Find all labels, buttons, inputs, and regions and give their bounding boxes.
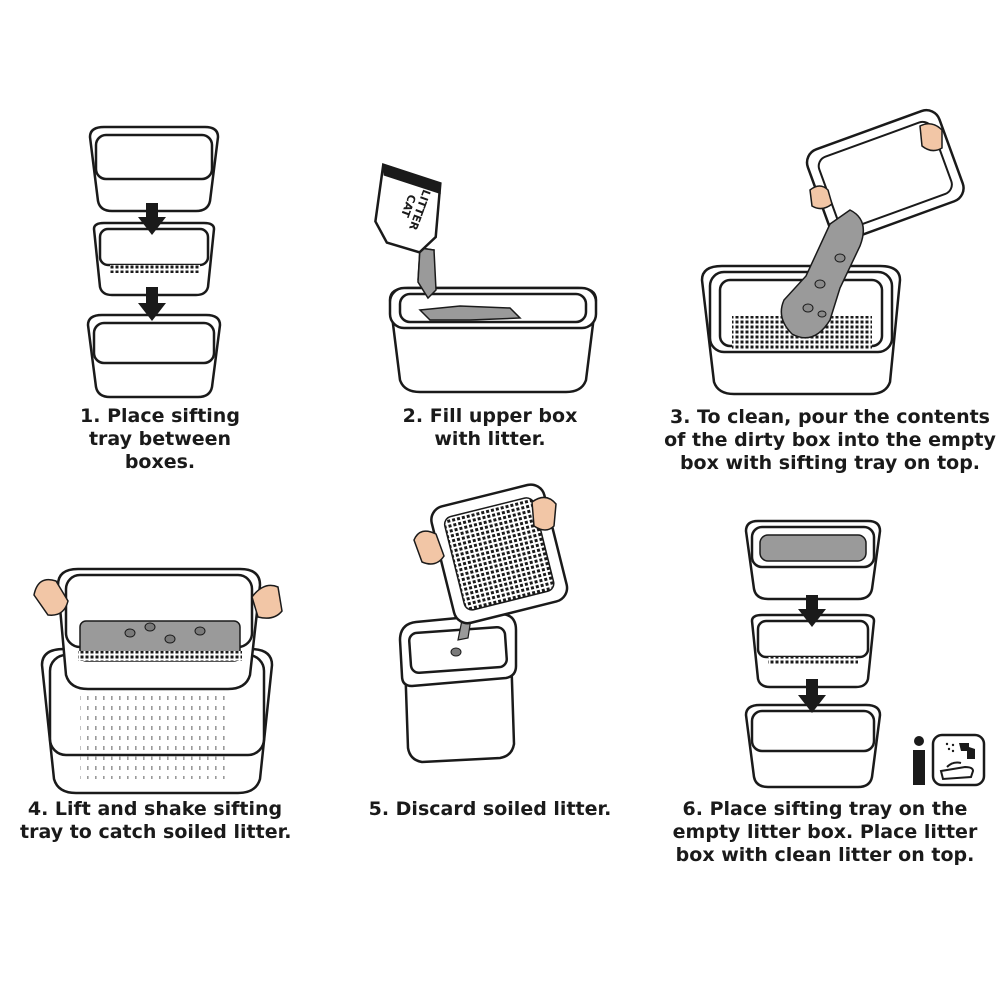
- info-icon: [912, 735, 926, 785]
- hand-icon: [413, 530, 445, 565]
- step-4-panel: 4. Lift and shake sifting tray to catch …: [20, 555, 291, 843]
- step-2-illustration: CAT LITTER: [374, 163, 598, 394]
- step-5-illustration: [398, 483, 569, 764]
- step-5-caption: 5. Discard soiled litter.: [368, 798, 612, 820]
- down-arrow-icon: [138, 203, 166, 321]
- step-6-caption: 6. Place sifting tray on the empty litte…: [672, 798, 978, 866]
- hand-icon: [33, 578, 69, 616]
- down-arrow-icon: [798, 595, 826, 713]
- step-1-caption: 1. Place sifting tray between boxes.: [80, 405, 240, 473]
- step-5-panel: 5. Discard soiled litter.: [360, 483, 620, 820]
- step-2-panel: CAT LITTER 2. Fill upper box with litter…: [360, 163, 620, 450]
- step-3-illustration: [700, 108, 965, 396]
- step-6-panel: [740, 515, 890, 790]
- hand-icon: [251, 584, 283, 619]
- step-1-illustration: [86, 125, 222, 399]
- step-6-illustration: [744, 519, 882, 789]
- step-3-panel: 3. To clean, pour the contents of the di…: [664, 108, 996, 474]
- spray-and-wipe-icon: [931, 733, 986, 787]
- hand-icon: [919, 123, 943, 152]
- hand-icon: [531, 496, 557, 531]
- hand-icon: [809, 185, 833, 210]
- step-4-illustration: [33, 567, 283, 795]
- step-1-panel: 1. Place sifting tray between boxes.: [60, 115, 260, 473]
- step-4-caption: 4. Lift and shake sifting tray to catch …: [20, 798, 292, 843]
- step-3-caption: 3. To clean, pour the contents of the di…: [664, 406, 996, 474]
- step-2-caption: 2. Fill upper box with litter.: [402, 405, 578, 450]
